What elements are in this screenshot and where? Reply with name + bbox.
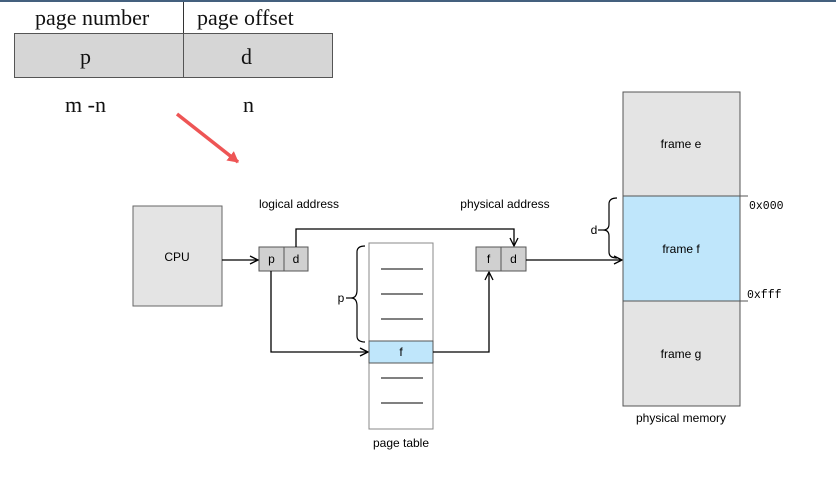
cpu-box (132, 205, 223, 307)
p-brace (350, 245, 366, 343)
frame-end-address: 0xfff (747, 289, 782, 302)
physical-memory-label: physical memory (636, 411, 726, 425)
physical-d-cell (500, 246, 527, 272)
d-brace-label: d (591, 223, 598, 237)
top-rule (0, 0, 836, 2)
page-offset-width: n (243, 92, 254, 117)
logical-d-cell (283, 246, 309, 272)
frame-f (622, 195, 741, 302)
logical-p-cell (258, 246, 285, 272)
physical-f-label: f (487, 252, 491, 266)
page-offset-field (183, 33, 333, 78)
page-offset-header: page offset (197, 5, 294, 30)
page-table (368, 242, 434, 430)
page-table-label: page table (373, 436, 429, 450)
physical-f-cell (475, 246, 502, 272)
frame-g (622, 300, 741, 407)
d-brace (602, 197, 618, 259)
p-brace-label: p (338, 291, 345, 305)
physical-address-label: physical address (460, 197, 549, 211)
cpu-label: CPU (164, 250, 189, 264)
physical-d-label: d (510, 252, 517, 266)
frame-f-label: frame f (662, 242, 700, 256)
frame-start-address: 0x000 (749, 200, 784, 213)
page-table-entry-label: f (399, 345, 403, 359)
logical-p-label: p (268, 252, 275, 266)
pointer-arrow (175, 112, 240, 164)
page-index-arrow (270, 271, 367, 352)
page-number-field-label: p (80, 44, 91, 69)
frame-number-arrow (433, 273, 489, 353)
logical-d-label: d (293, 252, 300, 266)
frame-g-label: frame g (661, 347, 702, 361)
page-number-width: m -n (65, 92, 106, 117)
frame-e (622, 91, 741, 197)
frame-e-label: frame e (661, 137, 702, 151)
logical-address-label: logical address (259, 197, 339, 211)
page-offset-field-label: d (241, 44, 252, 69)
page-number-header: page number (35, 5, 150, 30)
offset-arrow (295, 228, 514, 247)
